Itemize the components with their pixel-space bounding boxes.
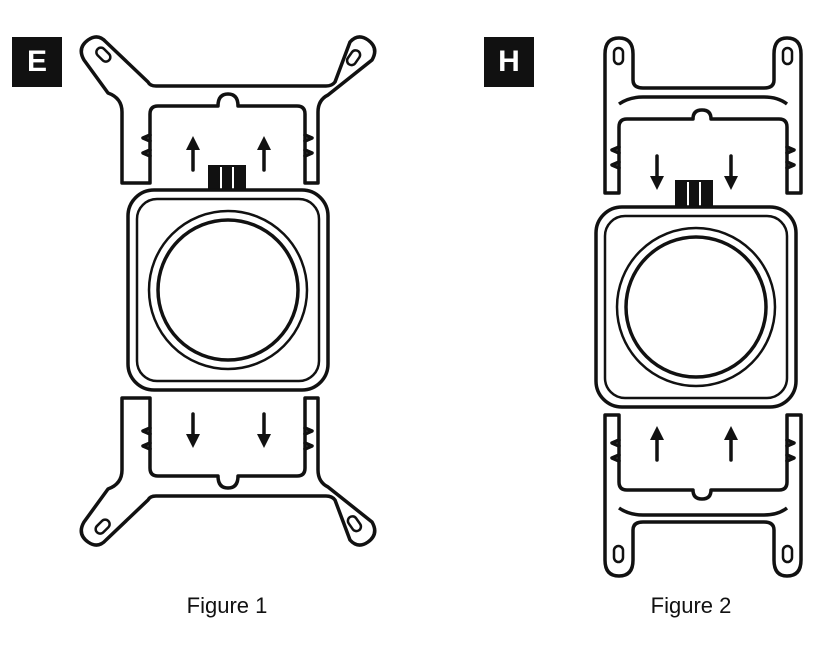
figure-1-diagram [79,35,377,547]
pump-head [594,205,798,409]
screw-slot-icon [781,544,794,564]
arrow-up-icon [724,426,738,462]
screw-slot-icon [781,46,794,66]
arrow-up-icon [650,426,664,462]
screw-slot-icon [95,46,112,63]
step-badge: H [484,37,534,87]
figure-caption: Figure 1 [186,593,268,618]
bottom-mounting-bracket [79,396,377,547]
pump-head [126,188,330,392]
arrow-down-icon [257,412,271,448]
top-mounting-bracket [79,35,377,185]
step-badge: E [12,37,62,87]
top-mounting-bracket [603,36,803,195]
figure-2: H Figure 2 [411,0,822,646]
figure-caption: Figure 2 [650,593,732,618]
screw-slot-icon [94,518,111,535]
figure-1: E Figure 1 [12,35,377,618]
arrow-down-icon [724,154,738,190]
bottom-mounting-bracket [603,413,803,578]
arrow-up-icon [257,136,271,172]
arrow-down-icon [186,412,200,448]
arrow-down-icon [650,154,664,190]
screw-slot-icon [346,515,363,533]
arrow-up-icon [186,136,200,172]
figure-2-diagram [594,36,803,578]
screw-slot-icon [612,46,625,66]
screw-slot-icon [345,49,362,67]
screw-slot-icon [612,544,625,564]
